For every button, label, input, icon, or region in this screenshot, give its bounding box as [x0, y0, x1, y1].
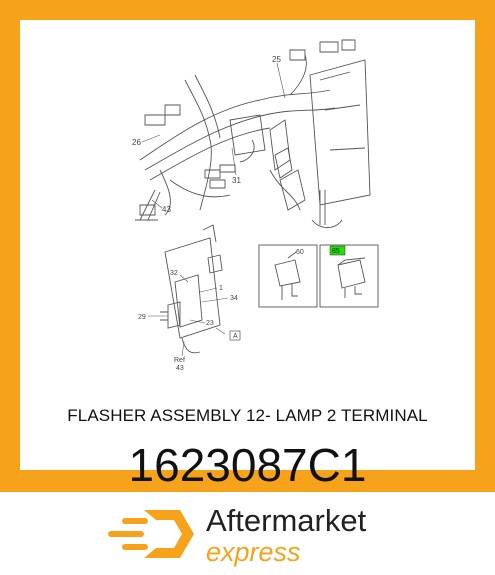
brand-name-line2: express — [206, 537, 301, 567]
callout-85: 85 — [332, 248, 340, 255]
brand-name-line1: Aftermarket — [206, 503, 367, 538]
mount-bracket — [164, 237, 221, 339]
harness-main — [139, 89, 331, 161]
callout-60: 60 — [296, 249, 304, 256]
callout-43: 43 — [162, 205, 171, 214]
dashboard-panel — [309, 59, 371, 206]
callout-31: 31 — [232, 176, 241, 185]
callout-29: 29 — [138, 314, 146, 321]
callout-32: 32 — [170, 270, 178, 277]
flasher-unit-85 — [337, 259, 366, 289]
highlight-badge — [329, 245, 346, 256]
callout-ref: Ref — [174, 357, 185, 364]
callout-34: 34 — [230, 295, 238, 302]
callout-ref-43: 43 — [176, 365, 184, 372]
product-title: FLASHER ASSEMBLY 12- LAMP 2 TERMINAL — [67, 406, 428, 425]
detail-box-60 — [258, 244, 318, 308]
part-number: 1623087C1 — [128, 439, 367, 491]
callout-23: 23 — [206, 320, 214, 327]
brand-logo-icon — [108, 510, 194, 558]
callout-1: 1 — [219, 285, 223, 292]
detail-box-85 — [319, 244, 379, 308]
callout-26: 26 — [132, 138, 141, 147]
callout-a: A — [233, 333, 238, 340]
footer — [0, 492, 495, 575]
callout-25: 25 — [272, 55, 281, 64]
parts-diagram: 25 26 31 43 32 1 34 29 23 A — [132, 39, 379, 372]
product-panel: 25 26 31 43 32 1 34 29 23 A — [20, 20, 475, 491]
flasher-unit-60 — [274, 259, 301, 287]
